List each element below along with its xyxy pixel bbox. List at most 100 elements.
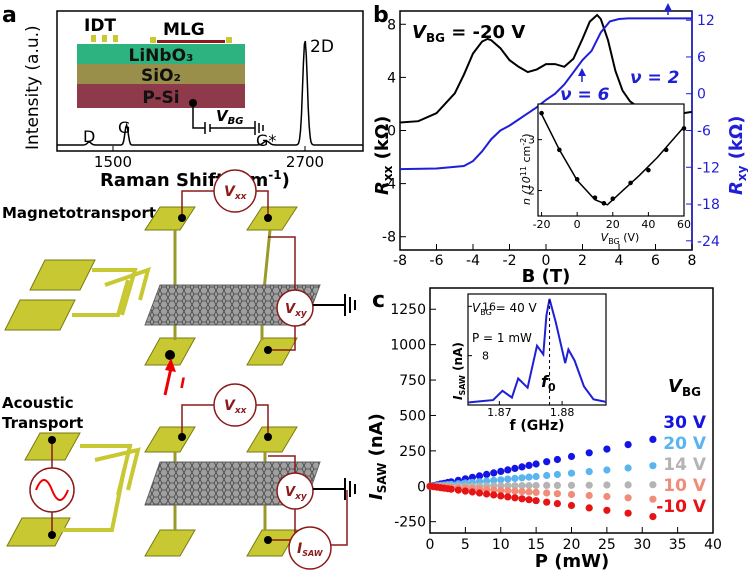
sine-wave-icon [35, 479, 69, 501]
inset-y-tick-label: 8 [482, 350, 489, 363]
sio2-layer [77, 64, 245, 84]
legend-title: VBG [668, 376, 701, 399]
vxy-meter [276, 289, 314, 327]
density-point [663, 147, 669, 153]
isaw-point [585, 491, 593, 500]
vxy-label: Vxy [285, 485, 308, 502]
isaw-point [543, 489, 551, 497]
isaw-point [518, 495, 526, 503]
current-arrow [163, 367, 173, 396]
x-tick-label: 15 [527, 537, 545, 553]
isaw-point [567, 490, 576, 499]
probe-contact [264, 433, 272, 441]
y-right-tick-label: 0 [697, 87, 706, 103]
inset-x-tick-label: 40 [641, 218, 655, 231]
isaw-point [511, 474, 519, 482]
isaw-point [603, 506, 611, 514]
isaw-point [649, 513, 657, 521]
vxy-meter [276, 472, 314, 510]
isaw-point [532, 472, 540, 481]
isaw-point [543, 481, 551, 489]
idt-finger [102, 35, 107, 42]
isaw-point [624, 464, 632, 472]
density-point [601, 200, 607, 206]
isaw-point [543, 458, 551, 466]
isaw-point [504, 487, 512, 495]
isaw-point [525, 473, 533, 481]
wiring [181, 190, 296, 351]
y-tick-label: 0 [417, 479, 426, 495]
density-points [539, 110, 687, 206]
density-inset-x-label: VBG (V) [601, 231, 640, 246]
raman-spectrum-line [57, 40, 363, 146]
probe-contact [264, 536, 272, 544]
isaw-point [543, 498, 551, 506]
y-tick-label: -250 [394, 515, 426, 531]
inset-x-tick-label: 1.87 [487, 406, 512, 419]
inset-y-tick-label: 3 [528, 134, 535, 147]
legend-entry: 14 V [663, 455, 707, 475]
acoustic-transport-schematic: Acoustic Transport [2, 383, 356, 570]
y-left-tick-label: 4 [387, 70, 396, 86]
x-tick-label: -6 [430, 253, 444, 269]
mlg-label: MLG [163, 20, 205, 40]
isaw-point [649, 462, 657, 470]
density-fit-line [540, 113, 685, 206]
x-tick-label: 0 [542, 253, 551, 269]
y-right-tick-label: 12 [697, 13, 715, 29]
y-left-tick-label: -8 [382, 230, 396, 246]
vxx-meter [213, 383, 257, 427]
probe-contact [178, 214, 186, 222]
spectrum-inset-x-label: f (GHz) [509, 418, 564, 434]
peak-label-2d: 2D [310, 37, 334, 57]
isaw-point [504, 482, 512, 490]
inset-x-tick-label: 60 [677, 218, 691, 231]
rf-contact [48, 531, 56, 539]
isaw-point [525, 488, 533, 496]
isaw-point [475, 472, 484, 480]
sio2-label: SiO₂ [141, 66, 181, 86]
x-tick-label: 8 [688, 253, 697, 269]
isaw-point [532, 481, 540, 490]
linbo3-label: LiNbO₃ [129, 46, 194, 66]
x-tick-label: 2 [578, 253, 587, 269]
y-tick-label: 500 [399, 408, 426, 424]
y-tick-label: 1250 [390, 302, 426, 318]
inset-x-tick-label: 0 [574, 218, 581, 231]
graphene-lattice [145, 285, 320, 325]
isaw-point [567, 501, 576, 510]
idt-pad [29, 259, 96, 291]
density-point [610, 196, 616, 201]
isaw-label: ISAW [297, 541, 324, 558]
raman-x-axis-label: Raman Shift (cm-1) [100, 168, 290, 191]
isaw-point [504, 466, 512, 474]
isaw-point [543, 471, 551, 480]
x-tick-label: 40 [704, 537, 722, 553]
isaw-point [585, 449, 593, 457]
x-tick-label: 25 [598, 537, 616, 553]
y-right-tick-label: -18 [697, 197, 720, 213]
contact-pad [246, 529, 298, 557]
isaw-point [490, 491, 498, 499]
inset-y-tick-label: 2 [528, 185, 535, 198]
contact-pad [226, 37, 232, 43]
acoustic-title-line2: Transport [2, 414, 83, 432]
isaw-point [475, 489, 484, 497]
density-point [646, 167, 651, 173]
density-point [539, 110, 544, 116]
isaw-point [553, 470, 562, 479]
isaw-point [447, 485, 455, 493]
backgate-wire [192, 103, 205, 129]
legend-entry: 20 V [663, 434, 707, 454]
rxy-curve [399, 17, 692, 171]
density-point [592, 195, 598, 200]
probe-contact [264, 214, 272, 222]
y-tick-label: 250 [399, 444, 426, 460]
y-right-tick-label: -12 [697, 160, 720, 176]
f0-label: f0 [541, 372, 556, 394]
isaw-point [525, 461, 533, 469]
isaw-point [603, 492, 611, 501]
contact-pad [246, 426, 298, 453]
